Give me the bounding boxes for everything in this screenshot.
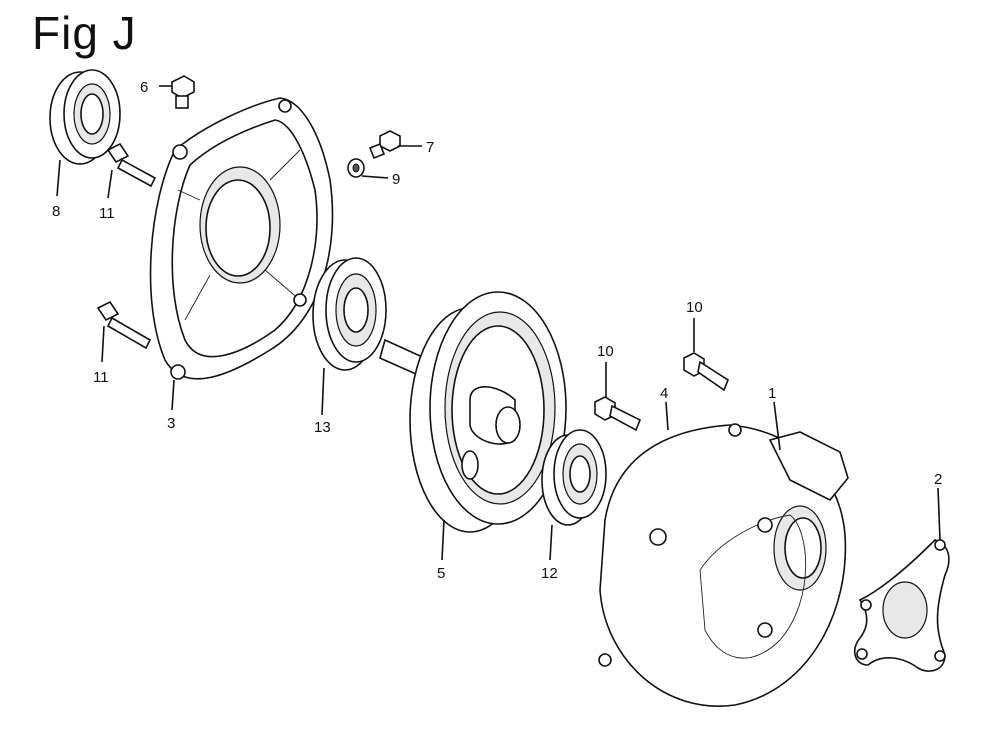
callout-10-left: 10 [597, 343, 614, 360]
figure-title: Fig J [32, 7, 137, 59]
oil-seal-part [49, 69, 121, 165]
callout-1: 1 [768, 385, 776, 402]
callout-6: 6 [140, 79, 148, 96]
leader-lines [56, 85, 941, 561]
ring-gear-part [379, 291, 567, 533]
callout-5: 5 [437, 565, 445, 582]
bolt-11-upper [106, 142, 157, 188]
callout-7: 7 [426, 139, 434, 156]
callout-13: 13 [314, 419, 331, 436]
bearing-13-part [312, 257, 387, 371]
callout-3: 3 [167, 415, 175, 432]
callout-4: 4 [660, 385, 668, 402]
callout-9: 9 [392, 171, 400, 188]
gear-case-cover-part [598, 423, 849, 707]
bolt-10-right [683, 352, 729, 392]
callout-12: 12 [541, 565, 558, 582]
callout-8: 8 [52, 203, 60, 220]
callout-11-lower: 11 [93, 369, 109, 386]
bolt-7 [368, 130, 401, 160]
callout-2: 2 [934, 471, 942, 488]
housing-part [149, 97, 334, 380]
bearing-12-part [541, 429, 607, 526]
callout-10-right: 10 [686, 299, 703, 316]
bolt-11-lower [96, 300, 152, 350]
callout-11-upper: 11 [99, 205, 115, 222]
callout-labels: 1 2 3 4 5 6 7 8 9 10 10 11 11 12 13 [52, 79, 942, 582]
bolt-6 [171, 75, 195, 109]
gasket-plate-part [853, 539, 950, 672]
washer-9 [347, 158, 365, 178]
bolt-10-left [594, 396, 642, 432]
